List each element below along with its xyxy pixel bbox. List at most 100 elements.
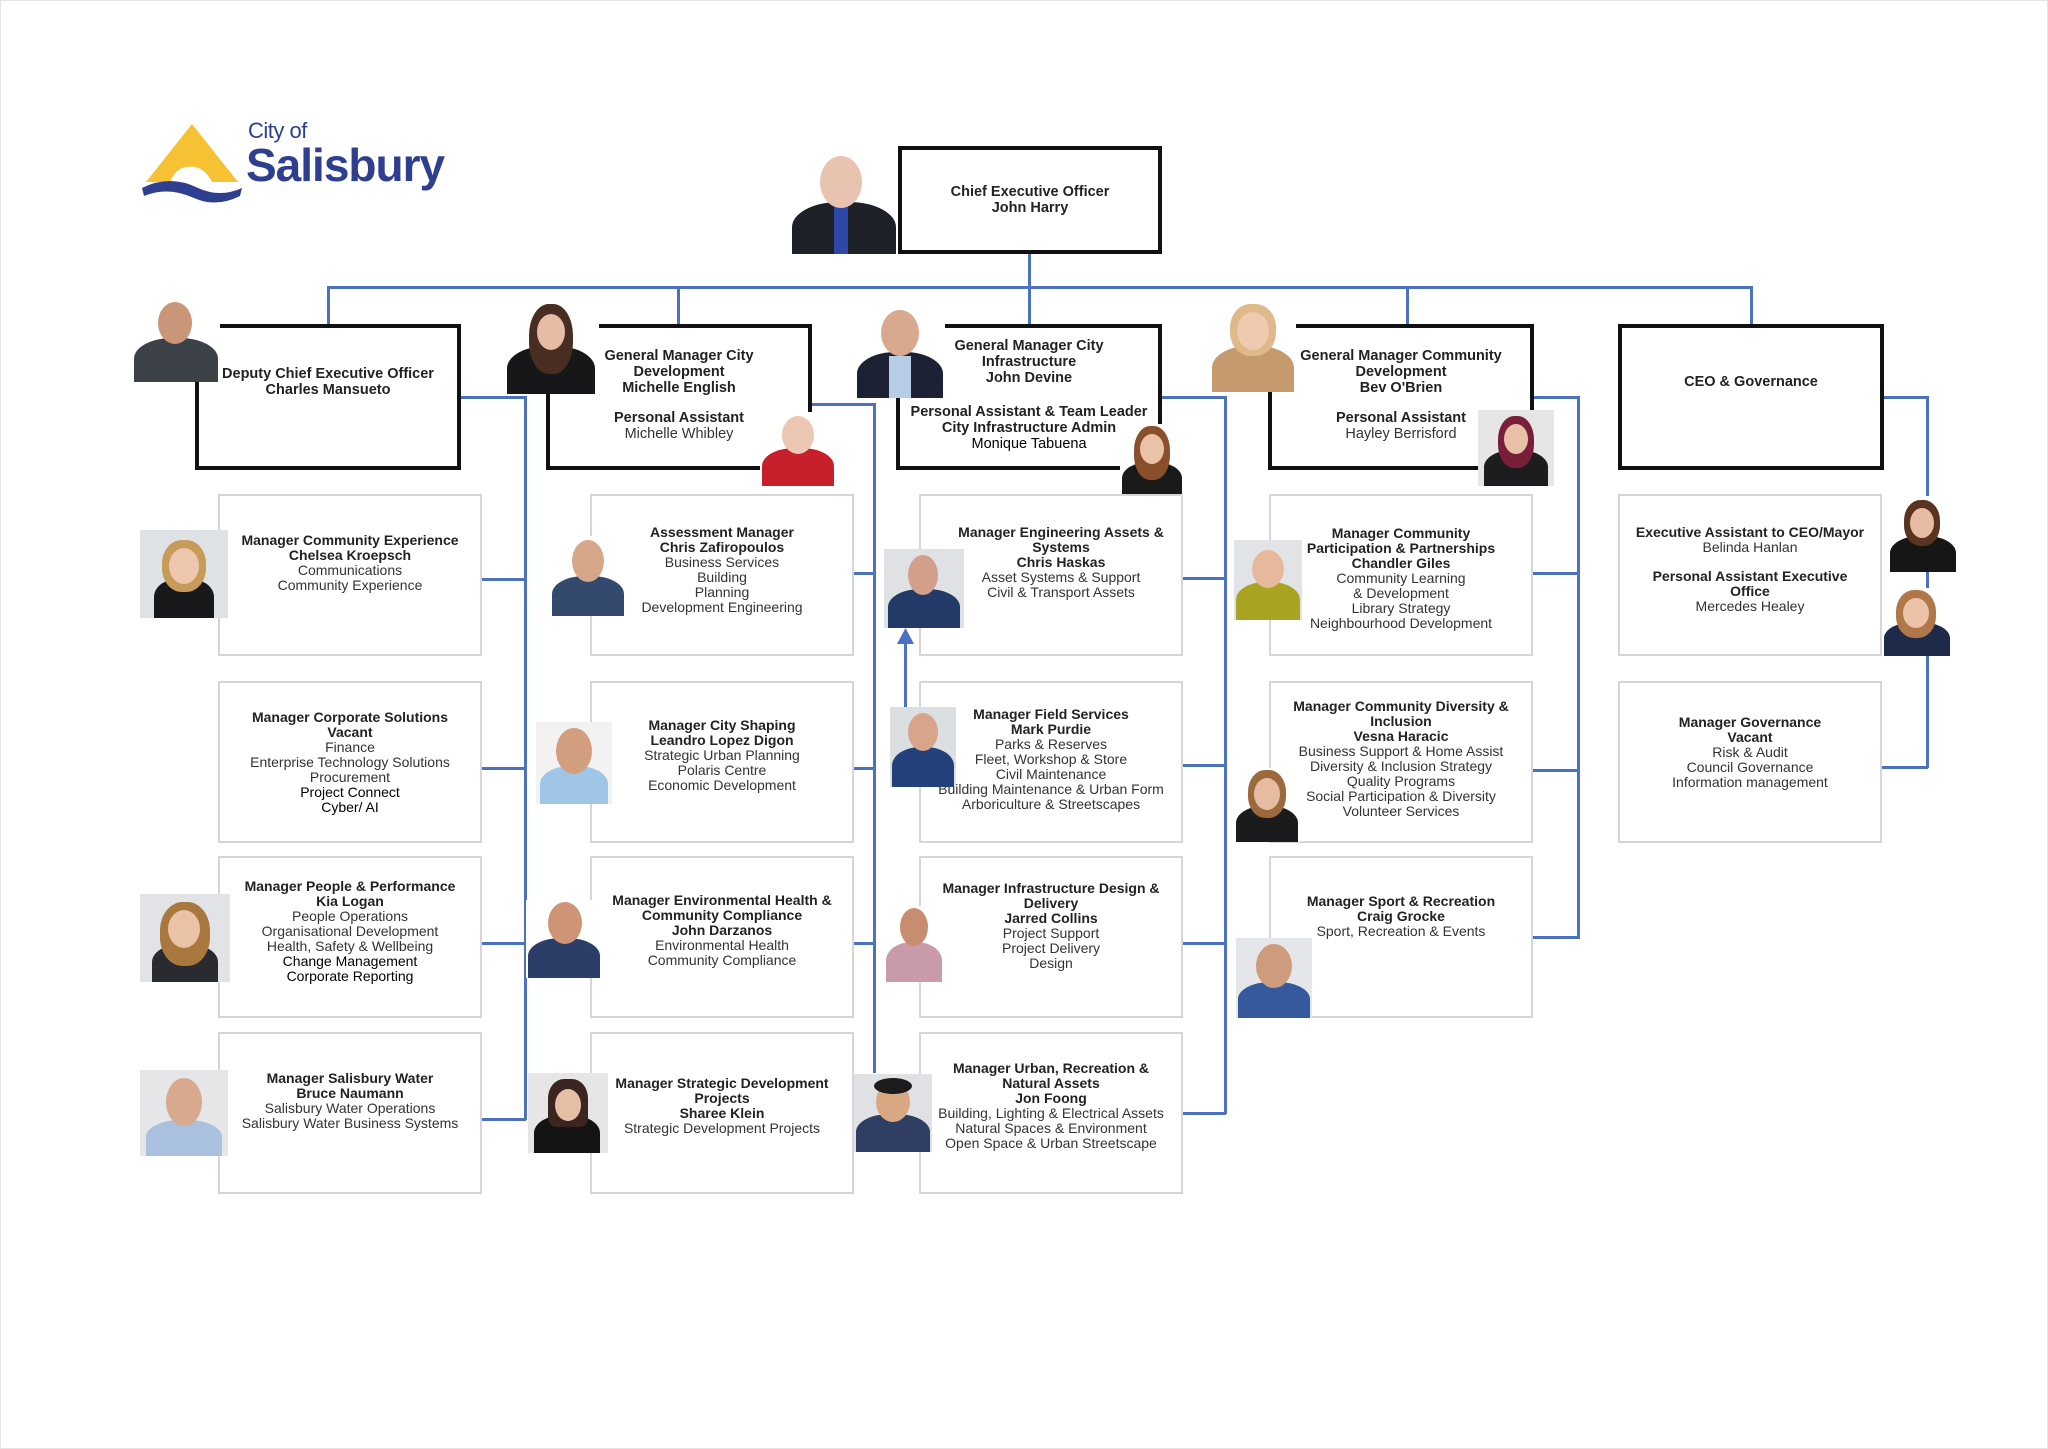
- manager-area: Building, Lighting & Electrical Assets: [938, 1105, 1164, 1121]
- assistant-photo-mercedes-healey: [1882, 588, 1952, 656]
- deputy-ceo-photo: [130, 298, 220, 382]
- manager-area: Arboriculture & Streetscapes: [961, 795, 1141, 812]
- manager-photo-leandro-lopez-digon: [536, 722, 612, 804]
- manager-title: Participation & Partnerships: [1306, 539, 1496, 556]
- manager-card-assessment[interactable]: Assessment Manager Chris Zafiropoulos Bu…: [590, 494, 854, 656]
- manager-area: Building: [697, 569, 747, 585]
- manager-card-community-experience[interactable]: Manager Community Experience Chelsea Kro…: [218, 494, 482, 656]
- ceo-title: Chief Executive Officer: [950, 184, 1110, 200]
- gm-city-development-title-1: General Manager City: [604, 348, 754, 364]
- pa-community-development-title: Personal Assistant: [1335, 410, 1466, 426]
- manager-area: Neighbourhood Development: [1309, 614, 1493, 631]
- gm-city-development-photo: [503, 302, 599, 394]
- assistant-name: Mercedes Healey: [1695, 597, 1805, 614]
- arrow-up-icon: [897, 628, 914, 644]
- manager-area: Economic Development: [648, 776, 796, 793]
- manager-area: Information management: [1672, 773, 1828, 790]
- manager-area: Natural Spaces & Environment: [955, 1120, 1147, 1136]
- manager-card-strategic-development[interactable]: Manager Strategic Development Projects S…: [590, 1032, 854, 1194]
- manager-photo-chandler-giles: [1234, 540, 1302, 620]
- manager-card-governance[interactable]: Manager Governance Vacant Risk & Audit C…: [1618, 681, 1882, 843]
- manager-photo-jarred-collins: [886, 906, 942, 982]
- manager-area: Planning: [694, 584, 750, 600]
- ceo-box[interactable]: Chief Executive Officer John Harry: [898, 146, 1162, 254]
- manager-area: Fleet, Workshop & Store: [974, 750, 1128, 767]
- manager-photo-kia-logan: [140, 894, 230, 982]
- manager-area: Organisational Development: [261, 922, 439, 939]
- manager-card-community-diversity[interactable]: Manager Community Diversity & Inclusion …: [1269, 681, 1533, 843]
- ceo-name: John Harry: [991, 200, 1069, 216]
- manager-area: Cyber/ AI: [321, 798, 379, 815]
- manager-card-city-shaping[interactable]: Manager City Shaping Leandro Lopez Digon…: [590, 681, 854, 843]
- assistant-title: Office: [1730, 582, 1770, 599]
- manager-area: Project Connect: [300, 783, 400, 800]
- manager-title: Manager City Shaping: [648, 716, 796, 733]
- manager-title: Manager Engineering Assets &: [958, 523, 1164, 540]
- gm-city-development-box[interactable]: General Manager City Development Michell…: [546, 324, 812, 470]
- manager-name: Mark Purdie: [1010, 720, 1092, 737]
- manager-title: Systems: [1032, 538, 1090, 555]
- manager-card-corporate-solutions[interactable]: Manager Corporate Solutions Vacant Finan…: [218, 681, 482, 843]
- manager-area: Volunteer Services: [1342, 803, 1460, 819]
- manager-photo-chris-haskas: [884, 549, 964, 628]
- manager-area: Community Compliance: [647, 951, 797, 968]
- manager-card-environmental-health[interactable]: Manager Environmental Health & Community…: [590, 856, 854, 1018]
- manager-area: Corporate Reporting: [286, 967, 414, 984]
- manager-title: Delivery: [1023, 895, 1079, 911]
- pa-city-development-title: Personal Assistant: [613, 410, 744, 426]
- manager-area: Building Maintenance & Urban Form: [938, 780, 1164, 797]
- manager-area: Council Governance: [1686, 758, 1814, 775]
- manager-card-people-performance[interactable]: Manager People & Performance Kia Logan P…: [218, 856, 482, 1018]
- manager-area: Development Engineering: [641, 599, 803, 615]
- manager-area: Library Strategy: [1351, 599, 1451, 616]
- manager-name: Vacant: [1727, 728, 1773, 745]
- pa-community-development-name: Hayley Berrisford: [1345, 426, 1457, 442]
- gm-city-development-name: Michelle English: [622, 380, 736, 396]
- manager-title: Manager Community: [1331, 524, 1471, 541]
- assistant-photo-belinda-hanlan: [1888, 498, 1958, 572]
- manager-name: Chandler Giles: [1351, 554, 1451, 571]
- manager-card-infrastructure-design[interactable]: Manager Infrastructure Design & Delivery…: [919, 856, 1183, 1018]
- ceo-governance-box[interactable]: CEO & Governance: [1618, 324, 1884, 470]
- ceo-governance-title: CEO & Governance: [1684, 374, 1818, 390]
- gm-city-infrastructure-title-1: General Manager City: [954, 338, 1104, 354]
- assistant-title: Executive Assistant to CEO/Mayor: [1635, 523, 1865, 540]
- manager-title: Manager Sport & Recreation: [1306, 893, 1496, 909]
- manager-area: Business Support & Home Assist: [1298, 743, 1504, 759]
- deputy-ceo-box[interactable]: Deputy Chief Executive Officer Charles M…: [195, 324, 461, 470]
- manager-card-field-services[interactable]: Manager Field Services Mark Purdie Parks…: [919, 681, 1183, 843]
- manager-title: Manager Community Experience: [241, 532, 459, 548]
- manager-area: Diversity & Inclusion Strategy: [1309, 758, 1493, 774]
- gm-city-infrastructure-name: John Devine: [985, 370, 1073, 386]
- manager-title: Manager People & Performance: [244, 877, 456, 894]
- manager-card-sport-recreation[interactable]: Manager Sport & Recreation Craig Grocke …: [1269, 856, 1533, 1018]
- manager-title: Assessment Manager: [650, 524, 794, 540]
- manager-card-urban-recreation-natural-assets[interactable]: Manager Urban, Recreation & Natural Asse…: [919, 1032, 1183, 1194]
- manager-photo-chelsea-kroepsch: [140, 530, 228, 618]
- pa-city-infrastructure-name: Monique Tabuena: [971, 436, 1087, 452]
- manager-name: Bruce Naumann: [296, 1085, 404, 1101]
- manager-title: Manager Field Services: [973, 705, 1129, 722]
- manager-area: Salisbury Water Operations: [264, 1100, 436, 1116]
- gm-city-infrastructure-photo: [855, 306, 945, 398]
- manager-title: Manager Salisbury Water: [266, 1070, 434, 1086]
- deputy-ceo-name: Charles Mansueto: [265, 382, 391, 398]
- assistant-title: Personal Assistant Executive: [1652, 567, 1848, 584]
- manager-title: Projects: [694, 1090, 750, 1106]
- manager-name: John Darzanos: [671, 921, 773, 938]
- pa-city-development-name: Michelle Whibley: [624, 426, 734, 442]
- manager-area: Community Learning: [1336, 569, 1466, 586]
- gm-community-development-title-2: Development: [1355, 364, 1447, 380]
- manager-area: Civil & Transport Assets: [987, 583, 1135, 600]
- governance-assistants-card[interactable]: Executive Assistant to CEO/Mayor Belinda…: [1618, 494, 1882, 656]
- manager-name: Vesna Haracic: [1353, 728, 1449, 744]
- manager-photo-vesna-haracic: [1234, 768, 1300, 842]
- manager-area: Open Space & Urban Streetscape: [945, 1135, 1157, 1151]
- logo-text-city-of: City of: [248, 118, 307, 143]
- manager-card-community-participation[interactable]: Manager Community Participation & Partne…: [1269, 494, 1533, 656]
- manager-photo-chris-zafiropoulos: [550, 536, 626, 616]
- manager-card-salisbury-water[interactable]: Manager Salisbury Water Bruce Naumann Sa…: [218, 1032, 482, 1194]
- manager-photo-mark-purdie: [890, 707, 956, 787]
- manager-area: Enterprise Technology Solutions: [250, 753, 450, 770]
- manager-name: Sharee Klein: [679, 1105, 765, 1121]
